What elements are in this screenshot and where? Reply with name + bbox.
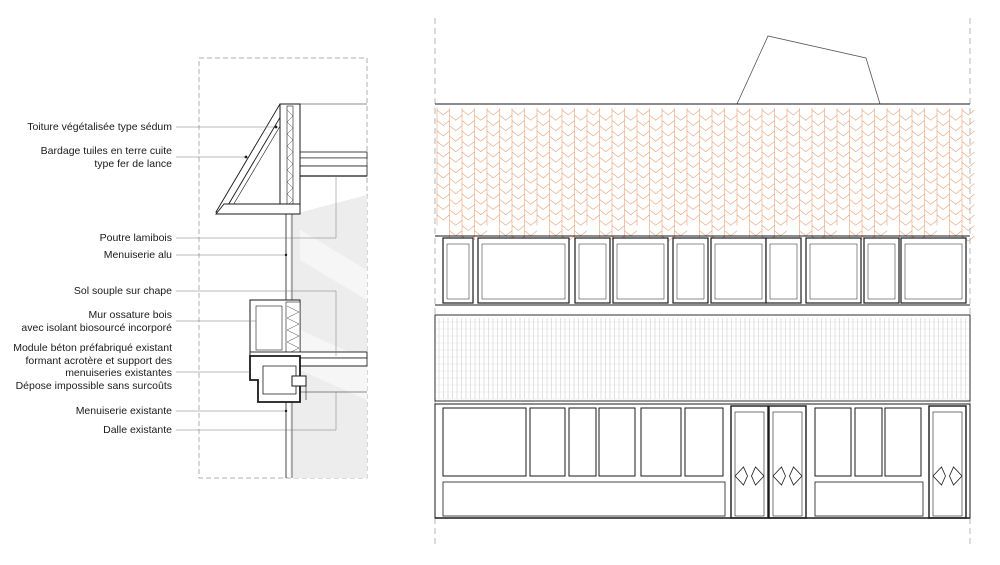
- label-sol: Sol souple sur chape: [73, 285, 172, 297]
- label-toiture: Toiture végétalisée type sédum: [27, 121, 172, 133]
- upper-window-pane: [867, 243, 896, 300]
- rib-lines: [438, 318, 966, 399]
- upper-window-pane: [904, 243, 963, 300]
- ground-window: [442, 407, 527, 477]
- upper-window: [477, 237, 570, 304]
- ground-window: [814, 407, 852, 477]
- upper-window-pane: [446, 243, 470, 300]
- upper-window-pane: [616, 243, 665, 300]
- upper-window: [710, 237, 767, 304]
- upper-window: [442, 237, 474, 304]
- door-ornament: [789, 466, 803, 486]
- ground-window: [568, 407, 597, 477]
- upper-window: [765, 237, 802, 304]
- door-frame: [768, 405, 807, 519]
- upper-window-pane: [578, 243, 607, 300]
- upper-window: [900, 237, 967, 304]
- label-poutre: Poutre lamibois: [99, 232, 172, 244]
- tile-cladding: [436, 108, 975, 242]
- spandrel-ribbing: [436, 318, 969, 400]
- door: [928, 405, 967, 519]
- ground-window: [640, 407, 682, 477]
- upper-window: [574, 237, 611, 304]
- door-leaf: [772, 411, 803, 517]
- tile-pattern: [436, 108, 975, 242]
- ground-panel: [442, 481, 726, 517]
- ground-window: [598, 407, 636, 477]
- upper-window-band: [435, 235, 970, 304]
- ground-panel: [814, 481, 924, 517]
- door-leaf: [734, 411, 765, 517]
- door-ornament: [932, 466, 946, 486]
- door-leaf: [932, 411, 963, 517]
- door-ornament: [751, 466, 765, 486]
- upper-window: [612, 237, 669, 304]
- upper-window-pane: [676, 243, 705, 300]
- door-frame: [730, 405, 769, 519]
- ground-window: [684, 407, 724, 477]
- door: [730, 405, 769, 519]
- label-dalle: Dalle existante: [103, 424, 172, 436]
- door-ornament: [949, 466, 963, 486]
- label-menuiserie-existante: Menuiserie existante: [75, 405, 172, 417]
- upper-window-pane: [714, 243, 763, 300]
- door-frame: [928, 405, 967, 519]
- door-ornament: [772, 466, 786, 486]
- door: [768, 405, 807, 519]
- upper-window-pane: [809, 243, 858, 300]
- ground-floor-facade: [434, 403, 971, 519]
- upper-window: [672, 237, 709, 304]
- upper-window: [805, 237, 862, 304]
- upper-window-pane: [481, 243, 566, 300]
- ground-window: [884, 407, 922, 477]
- upper-window-pane: [769, 243, 798, 300]
- door-ornament: [734, 466, 748, 486]
- label-menuiserie-alu: Menuiserie alu: [103, 249, 172, 261]
- upper-window: [863, 237, 900, 304]
- ground-window: [854, 407, 883, 477]
- ground-window: [529, 407, 566, 477]
